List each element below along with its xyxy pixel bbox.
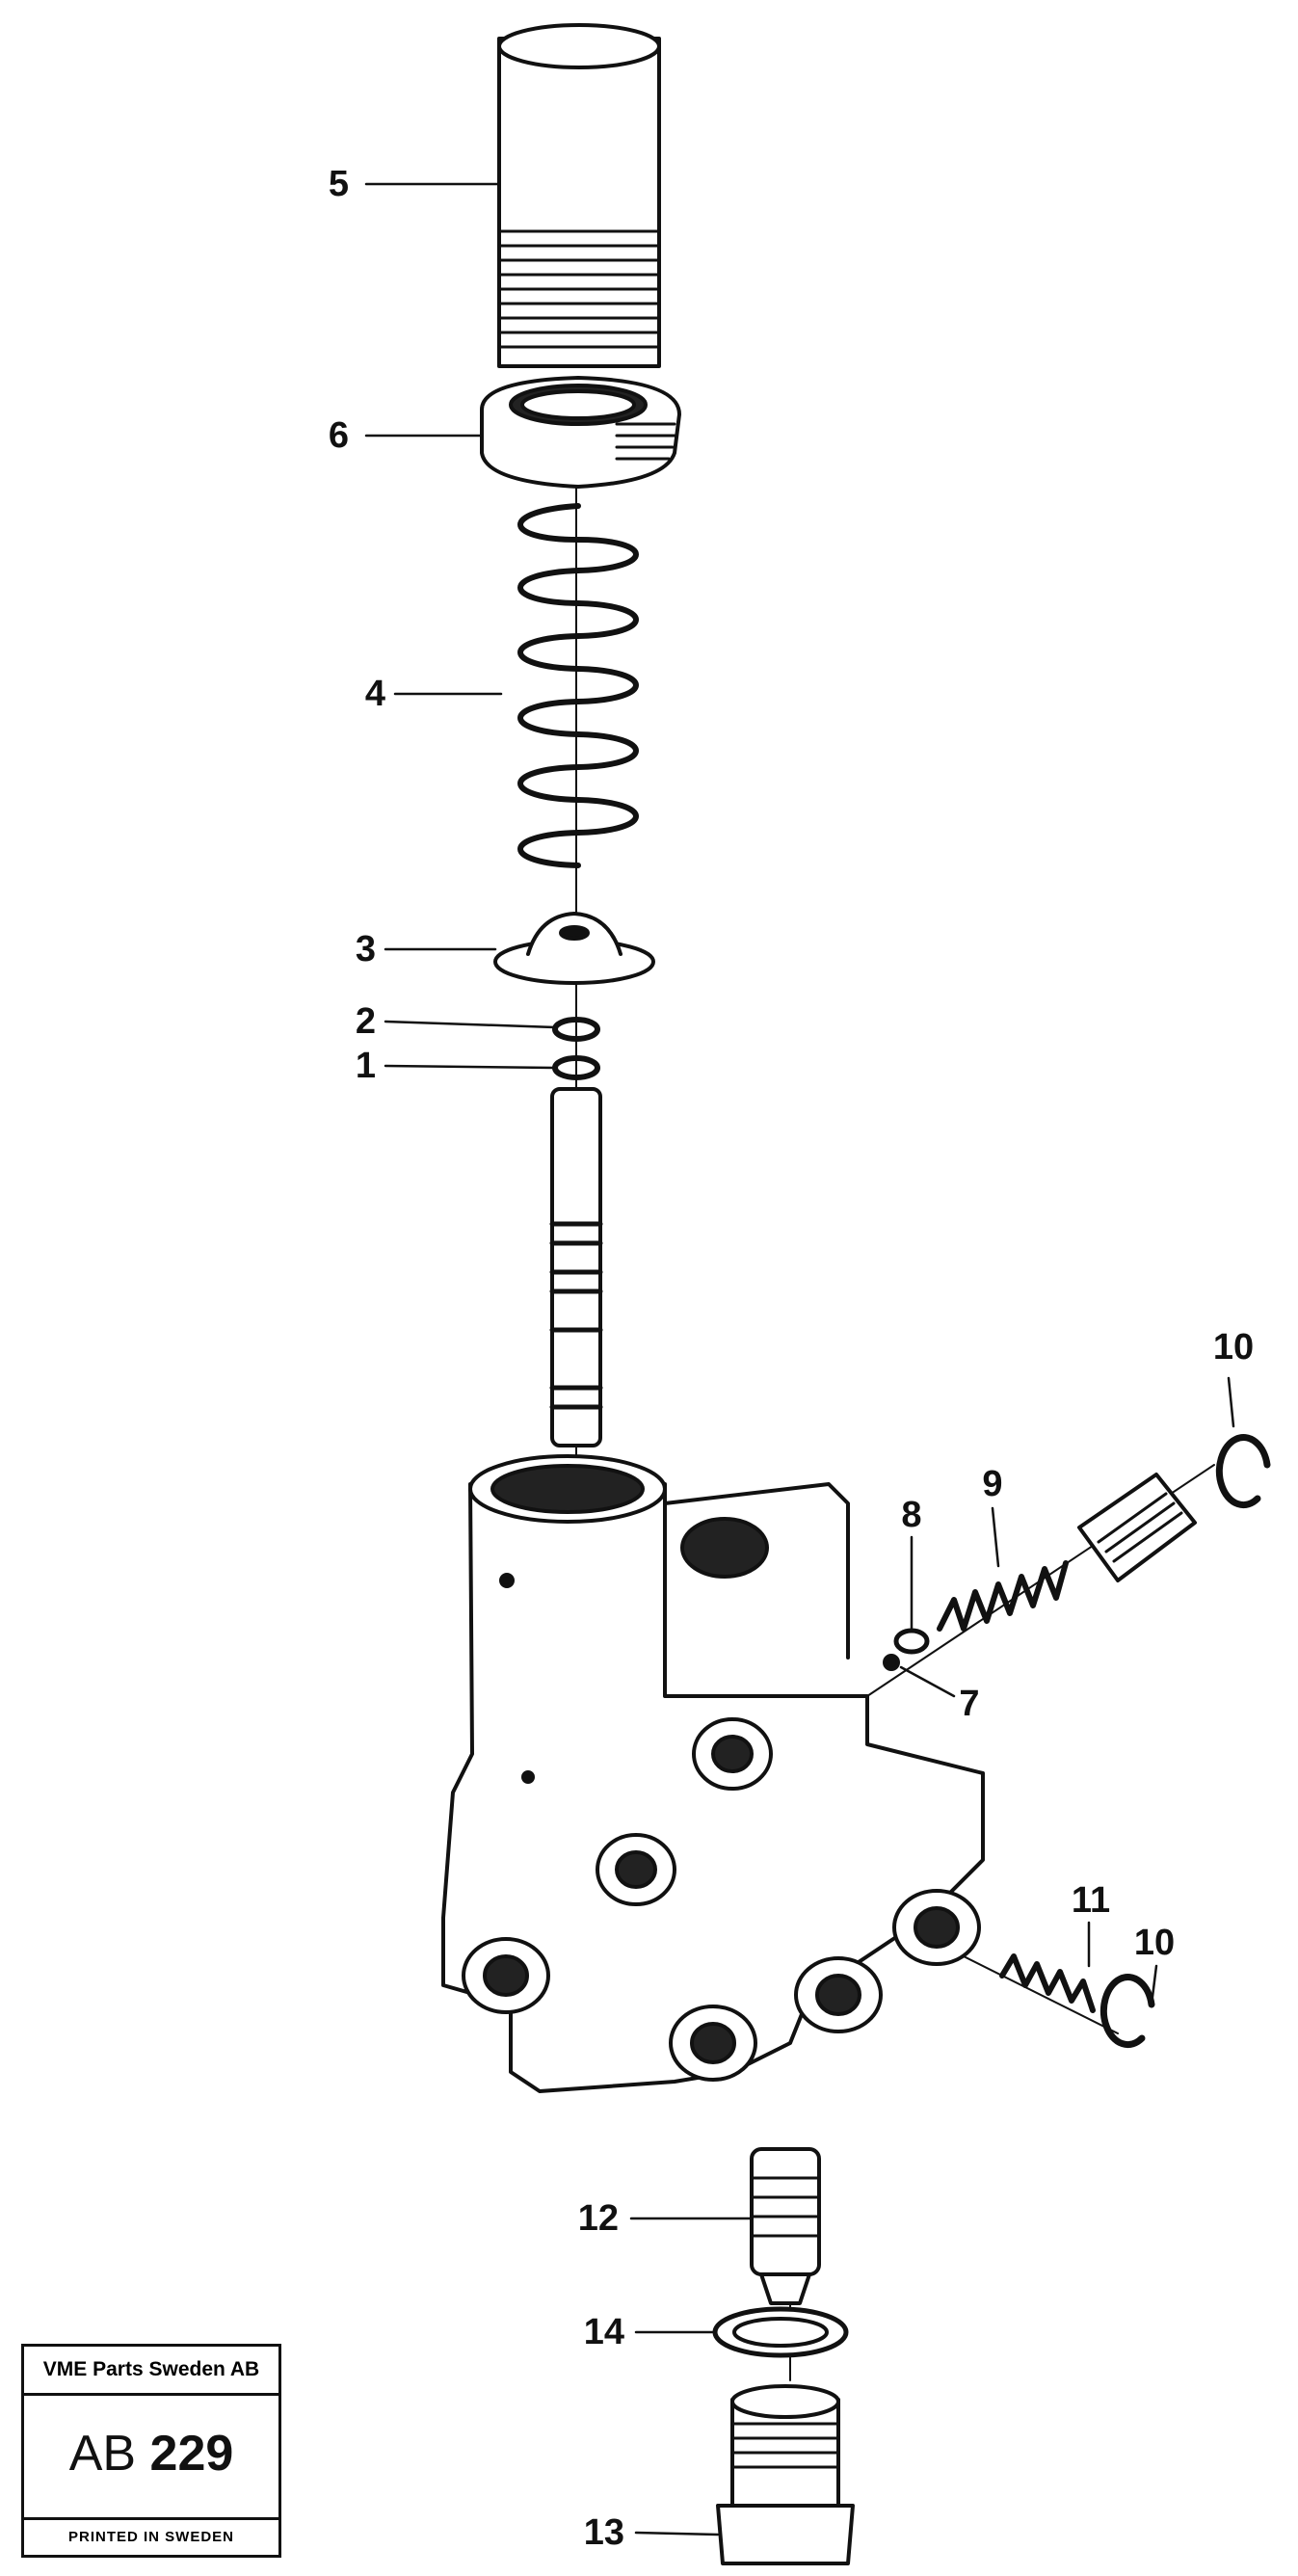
callout-12: 12 (577, 2198, 619, 2239)
stamp-company: VME Parts Sweden AB (24, 2347, 278, 2396)
part-10a-circlip (1215, 1434, 1271, 1508)
callout-3: 3 (355, 929, 376, 969)
stamp-doc-number: AB 229 (24, 2396, 278, 2511)
part-10b-circlip (1099, 1974, 1155, 2048)
part-7-ball (883, 1654, 900, 1671)
callout-7: 7 (959, 1684, 980, 1724)
part-5-pilot-cap (497, 23, 661, 368)
callout-1: 1 (355, 1046, 376, 1086)
part-13-plug (716, 2384, 855, 2565)
callout-11: 11 (1071, 1880, 1111, 1921)
callout-10-top: 10 (1212, 1327, 1255, 1368)
part-4-spring (517, 503, 639, 868)
callout-9: 9 (982, 1464, 1003, 1504)
callout-14: 14 (583, 2312, 624, 2352)
part-3-spring-seat (493, 912, 655, 985)
part-6-lock-nut (480, 376, 681, 489)
callout-5: 5 (328, 164, 349, 204)
part-14-seal-ring (712, 2306, 849, 2358)
stamp-printed: PRINTED IN SWEDEN (24, 2517, 278, 2555)
stamp-doc-prefix: AB (68, 2426, 137, 2482)
title-stamp: VME Parts Sweden AB AB 229 PRINTED IN SW… (21, 2344, 281, 2558)
callout-13: 13 (583, 2512, 624, 2553)
callout-8: 8 (901, 1495, 922, 1535)
callout-10-bottom: 10 (1133, 1923, 1176, 1963)
plunger (1077, 1473, 1197, 1582)
stamp-doc-num: 229 (149, 2426, 234, 2482)
valve-body (441, 1454, 985, 2093)
side-axis-bottom (943, 1946, 1119, 2034)
part-9-spring (937, 1560, 1069, 1632)
part-11-spring (999, 1953, 1096, 2013)
spool (549, 1087, 603, 1447)
part-12-check-valve (750, 2147, 821, 2305)
callout-2: 2 (355, 1001, 376, 1042)
part-8-washer (893, 1628, 930, 1655)
leader-lines (364, 182, 1235, 2536)
callout-4: 4 (364, 674, 385, 714)
part-2-ring (552, 1017, 600, 1042)
callout-6: 6 (328, 415, 349, 456)
